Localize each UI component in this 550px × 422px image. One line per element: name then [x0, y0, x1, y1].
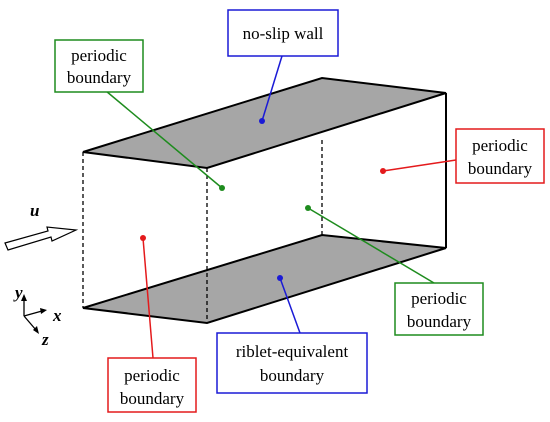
box-riblet-boundary: [216, 332, 368, 394]
label-periodic-right-1: periodic: [472, 136, 528, 155]
axis-y-label: y: [13, 283, 23, 302]
axis-x-line: [23, 310, 43, 317]
dot-no-slip: [259, 118, 265, 124]
dot-periodic-lower-right: [305, 205, 311, 211]
box-periodic-bottom-left: [107, 357, 197, 413]
dot-periodic-bottom-left: [140, 235, 146, 241]
axis-z-line: [23, 315, 37, 331]
flow-arrow: [4, 226, 79, 251]
box-no-slip-wall: [227, 9, 339, 57]
leader-periodic-right: [382, 159, 457, 172]
box-periodic-top-left: [54, 39, 144, 93]
bottom-wall-surface: [82, 233, 447, 325]
axis-x-arrowhead: [40, 308, 47, 314]
label-periodic-lower-right-1: periodic: [411, 289, 467, 308]
leader-riblet: [279, 277, 301, 334]
box-periodic-lower-right: [394, 282, 484, 336]
axis-y-arrowhead: [21, 294, 27, 301]
bottom-hidden-edge: [321, 234, 447, 249]
label-periodic-top-left-1: periodic: [71, 46, 127, 65]
leader-no-slip: [261, 55, 283, 122]
label-riblet-1: riblet-equivalent: [236, 342, 349, 361]
axis-z-label: z: [41, 330, 49, 349]
label-periodic-right-2: boundary: [468, 159, 533, 178]
label-riblet-2: boundary: [260, 366, 325, 385]
label-no-slip-wall: no-slip wall: [243, 24, 324, 43]
leader-periodic-top-left: [99, 85, 223, 189]
leader-periodic-bottom-left: [142, 237, 154, 359]
dot-riblet: [277, 275, 283, 281]
label-periodic-top-left-2: boundary: [67, 68, 132, 87]
axis-z-arrowhead: [33, 326, 39, 334]
label-periodic-bottom-left-1: periodic: [124, 366, 180, 385]
label-periodic-lower-right-2: boundary: [407, 312, 472, 331]
leader-periodic-lower-right: [307, 207, 435, 284]
dot-periodic-top-left: [219, 185, 225, 191]
flow-label-u: u: [30, 201, 39, 220]
box-periodic-right: [455, 128, 545, 184]
dot-periodic-right: [380, 168, 386, 174]
label-periodic-bottom-left-2: boundary: [120, 389, 185, 408]
axis-x-label: x: [52, 306, 62, 325]
